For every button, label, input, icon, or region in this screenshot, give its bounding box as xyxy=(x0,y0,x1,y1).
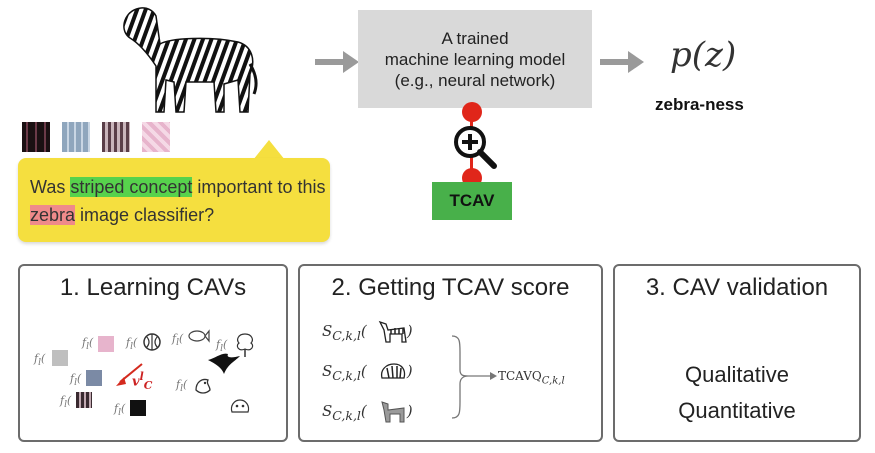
zebra-thumbnail-icon xyxy=(380,363,406,379)
output-formula: p(z) xyxy=(670,35,737,75)
concept-swatch-4 xyxy=(142,122,170,152)
cav-arrow-icon xyxy=(116,363,143,386)
mini-swatch xyxy=(130,400,146,416)
mini-swatch xyxy=(76,392,92,408)
cav-vector-label: vlC xyxy=(132,370,153,392)
zebra-thumbnail-icon xyxy=(378,320,407,343)
concept-highlight: striped concept xyxy=(70,177,193,197)
target-highlight: zebra xyxy=(30,205,76,225)
mini-swatch xyxy=(86,370,102,386)
concept-swatch-2 xyxy=(62,122,90,152)
quantitative-label: Quantitative xyxy=(678,398,796,423)
top-dot xyxy=(462,102,482,122)
f-label: fl( xyxy=(70,372,82,389)
score-row-1: SC,k,l() xyxy=(322,322,413,343)
model-box: A trained machine learning model (e.g., … xyxy=(358,10,592,108)
mini-swatch xyxy=(52,350,68,366)
tcav-box: TCAV xyxy=(432,182,512,220)
f-label: fl( xyxy=(114,402,126,419)
concept-swatch-1 xyxy=(22,122,50,152)
arrow-to-output xyxy=(600,51,644,73)
score-row-2: SC,k,l() xyxy=(322,362,413,383)
output-label: zebra-ness xyxy=(655,95,744,114)
panel-2-title: 2. Getting TCAV score xyxy=(331,274,570,301)
speech-bubble-tail xyxy=(253,140,285,160)
tcav-score-label: TCAVQC,k,l xyxy=(498,369,565,387)
panel-cav-validation: 3. CAV validation Qualitative Quantitati… xyxy=(613,264,861,442)
f-label: fl( xyxy=(216,338,228,355)
brace-arrow xyxy=(451,335,497,419)
f-label: fl( xyxy=(176,378,188,395)
panel-1-title: 1. Learning CAVs xyxy=(59,274,247,301)
panel-3-title: 3. CAV validation xyxy=(645,274,829,301)
tree-icon xyxy=(236,333,254,357)
f-label: fl( xyxy=(60,394,72,411)
f-label: fl( xyxy=(172,332,184,349)
arrow-to-model xyxy=(315,51,359,73)
ball-icon xyxy=(143,333,161,351)
qualitative-label: Qualitative xyxy=(685,362,789,387)
panel-getting-tcav-score: 2. Getting TCAV score SC,k,l() SC,k,l() … xyxy=(298,264,603,442)
zebra-thumbnail-icon xyxy=(381,401,405,423)
bird-icon xyxy=(195,378,211,394)
f-label: fl( xyxy=(82,336,94,353)
concept-swatch-3 xyxy=(102,122,130,152)
fish-icon xyxy=(188,329,210,343)
question-text: Was striped concept important to this ze… xyxy=(30,177,326,225)
zebra-icon xyxy=(123,7,258,113)
bird-silhouette-icon xyxy=(208,353,240,374)
f-label: fl( xyxy=(126,336,138,353)
question-bubble xyxy=(18,158,330,242)
score-row-3: SC,k,l() xyxy=(322,402,413,423)
mini-swatch xyxy=(98,336,114,352)
dog-icon xyxy=(230,399,250,413)
panel-learning-cavs: 1. Learning CAVs fl( fl( fl( fl( fl( fl(… xyxy=(18,264,288,442)
f-label: fl( xyxy=(34,352,46,369)
magnifier-plus-icon xyxy=(454,126,497,169)
